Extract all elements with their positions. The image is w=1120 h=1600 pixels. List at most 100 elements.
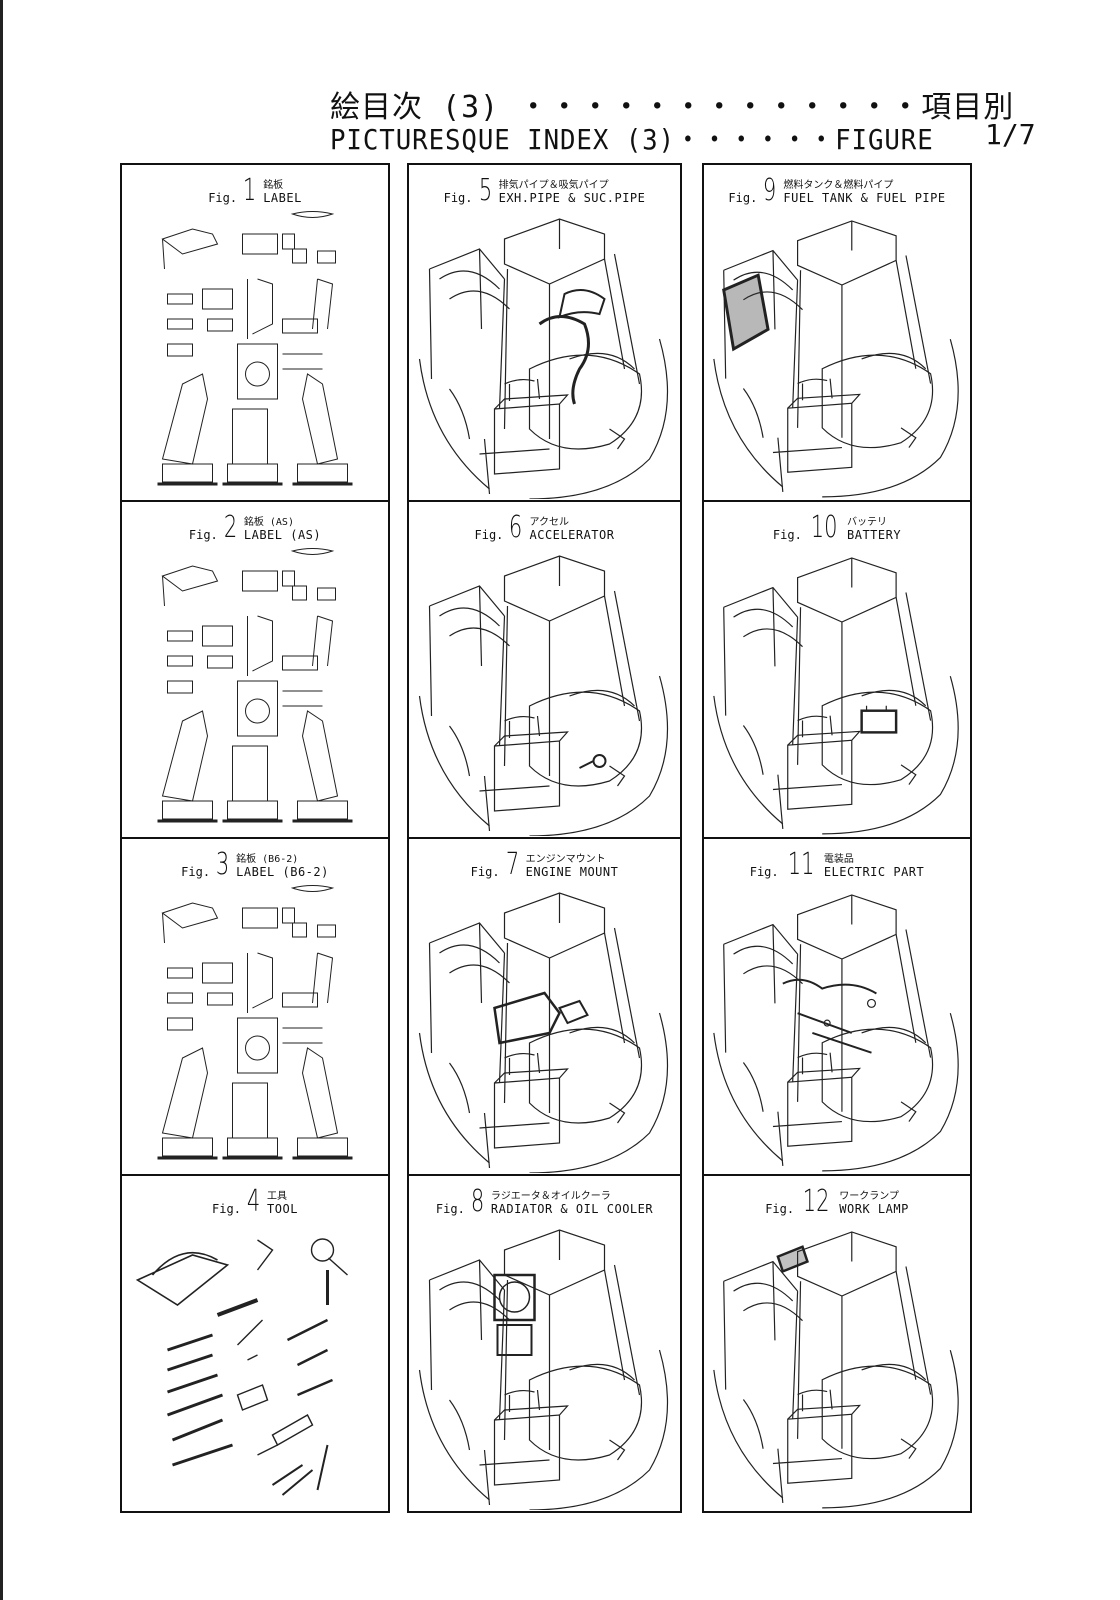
fig-title-en: LABEL (AS)	[243, 528, 322, 542]
machine-art	[704, 209, 970, 499]
machine-art	[409, 1220, 680, 1511]
fig-number: 10	[810, 510, 838, 545]
machine-art	[409, 883, 680, 1174]
fig-number: 3	[215, 847, 230, 882]
fig-number: 7	[505, 847, 519, 882]
fig-prefix: Fig.	[772, 528, 802, 542]
label-sheet-art	[122, 546, 388, 836]
figure-panel[interactable]: Fig. 2 銘板 (AS)LABEL (AS)	[122, 502, 388, 839]
fig-prefix: Fig.	[765, 1202, 795, 1216]
machine-art	[409, 546, 680, 837]
fig-title: 銘板 (B6-2)LABEL (B6-2)	[236, 853, 329, 879]
fig-number: 2	[223, 510, 238, 545]
fig-prefix: Fig.	[749, 865, 779, 879]
fig-number: 1	[242, 173, 257, 208]
fig-title-en: WORK LAMP	[839, 1202, 909, 1216]
machine-art	[704, 546, 970, 836]
fig-number: 9	[763, 173, 777, 208]
fig-title-jp: ワークランプ	[839, 1191, 899, 1202]
fig-prefix: Fig.	[435, 1202, 465, 1216]
fig-title-en: LABEL	[263, 191, 302, 205]
fig-number: 5	[478, 173, 492, 208]
fig-title-en: ACCELERATOR	[529, 528, 615, 542]
fig-title-jp: 燃料タンク＆燃料パイプ	[783, 180, 894, 191]
fig-title-jp: 銘板 (B6-2)	[236, 854, 299, 865]
fig-title-jp: 銘板	[263, 180, 284, 191]
figure-caption: Fig. 2 銘板 (AS)LABEL (AS)	[122, 508, 388, 545]
fig-prefix: Fig.	[443, 191, 473, 205]
fig-number: 11	[787, 847, 815, 882]
fig-prefix: Fig.	[188, 528, 218, 542]
fig-prefix: Fig.	[212, 1202, 241, 1216]
label-sheet-art	[122, 883, 388, 1173]
fig-prefix: Fig.	[470, 865, 500, 879]
fig-title-jp: 電装品	[823, 854, 854, 865]
fig-title-en: LABEL (B6-2)	[236, 865, 329, 879]
fig-title-jp: エンジンマウント	[525, 854, 606, 865]
fig-title-jp: ラジエータ＆オイルクーラ	[490, 1191, 611, 1202]
machine-art	[704, 1220, 970, 1510]
page-edge-line	[0, 0, 3, 1600]
title-japanese: 絵目次 (3) ・・・・・・・・・・・・・項目別	[330, 90, 1015, 125]
fig-title-jp: 排気パイプ＆吸気パイプ	[498, 180, 609, 191]
machine-art	[409, 209, 680, 500]
fig-number: 6	[509, 510, 523, 545]
fig-number: 4	[246, 1184, 261, 1219]
page-header: 絵目次 (3) ・・・・・・・・・・・・・項目別 PICTURESQUE IND…	[0, 0, 1120, 160]
label-sheet-art	[122, 209, 388, 499]
fig-title-en: RADIATOR & OIL COOLER	[490, 1202, 654, 1216]
fig-prefix: Fig.	[208, 191, 238, 205]
tool-set-art	[122, 1220, 388, 1510]
fig-prefix: Fig.	[181, 865, 211, 879]
fig-prefix: Fig.	[728, 191, 758, 205]
fig-number: 8	[470, 1184, 485, 1219]
fig-title-jp: アクセル	[529, 517, 570, 528]
title-english: PICTURESQUE INDEX (3)・・・・・・FIGURE	[330, 123, 934, 156]
fig-title-en: TOOL	[267, 1202, 298, 1216]
fig-title-jp: 工具	[267, 1191, 288, 1202]
fig-title-en: ELECTRIC PART	[823, 865, 925, 879]
fig-title-jp: バッテリ	[847, 517, 887, 528]
machine-art	[704, 883, 970, 1173]
page-number: 1/7	[985, 118, 1036, 151]
fig-prefix: Fig.	[474, 528, 504, 542]
fig-title-en: BATTERY	[847, 528, 902, 542]
fig-title-jp: 銘板 (AS)	[243, 517, 294, 528]
fig-number: 12	[802, 1184, 830, 1219]
fig-title-en: FUEL TANK & FUEL PIPE	[783, 191, 946, 205]
